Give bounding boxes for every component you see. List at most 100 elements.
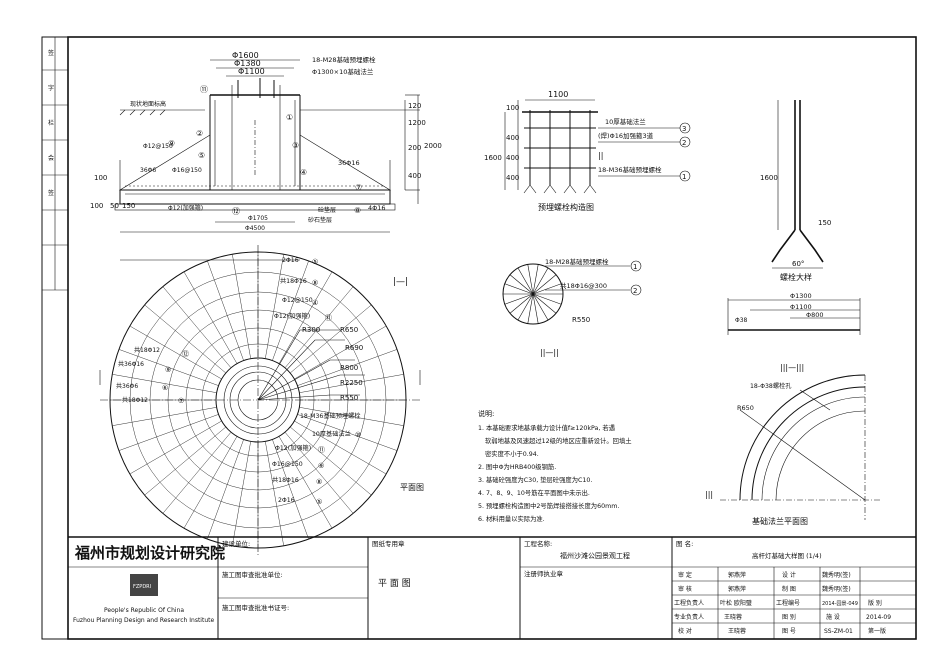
section2-spoke <box>527 293 534 324</box>
section3-dim: Φ38 <box>735 317 748 324</box>
radius-label: R800 <box>340 364 358 372</box>
plan-radii: R300 R650 R690 R800 R2250 R550 <box>302 326 363 402</box>
section-3-drawing <box>727 298 861 335</box>
svg-text:2: 2 <box>682 139 686 147</box>
person-cell: 施 设 <box>826 613 840 621</box>
person-cell: 王晓蓉 <box>728 627 746 635</box>
plan-radial-bar <box>144 304 226 374</box>
circle-num: ⑨ <box>318 462 324 470</box>
embed-dim-left: 400 <box>506 134 519 142</box>
section2-spoke <box>509 293 534 314</box>
circle-num: ⑦ <box>178 397 184 405</box>
side-strip-item: 字 <box>48 84 54 92</box>
role-cell: 图 号 <box>782 628 796 635</box>
plan-stamp: 平 面 图 <box>378 578 411 589</box>
rebar-label: Φ12(加强箍) <box>168 204 203 212</box>
dim-label: Φ4500 <box>245 225 265 232</box>
section2-spoke <box>504 293 534 305</box>
note-line: 5. 预埋螺栓构造图中2号筋焊接搭接长度为60mm. <box>478 501 619 510</box>
plan-label: 共18Φ16 <box>280 277 307 285</box>
approval-unit-label: 施工图审查批准单位: <box>222 570 283 579</box>
circle-num: ⑥ <box>162 384 168 392</box>
signature-table: 审 定 郭燕萍 设 计 魏秀明(签) 审 核 郭燕萍 制 图 魏秀明(签) 工程… <box>674 571 891 635</box>
role-cell: 审 核 <box>678 585 692 593</box>
plan-label: Φ16@150 <box>272 460 303 468</box>
dim-label: Φ1705 <box>248 215 268 222</box>
section3-dim: Φ1100 <box>790 303 812 311</box>
bolt-note: 18-M28基础预埋螺栓 <box>312 55 376 64</box>
bolt-detail-title: 螺栓大样 <box>780 272 812 282</box>
plan-label: 2Φ16 <box>282 257 299 264</box>
flange-note: Φ1300×10基础法兰 <box>312 67 374 76</box>
section2-spoke <box>532 293 557 314</box>
section2-spoke <box>517 267 534 295</box>
side-strip: 签 字 栏 会 签 <box>42 37 68 291</box>
circle-mark: ④ <box>300 168 307 177</box>
svg-text:1: 1 <box>682 173 686 181</box>
plan-radial-bar <box>265 254 284 359</box>
side-strip-item: 签 <box>48 189 54 197</box>
dim-left: 150 <box>122 202 135 210</box>
section2-spoke <box>532 293 539 324</box>
circle-num: ⑩ <box>355 431 361 439</box>
rebar-label-right: 4Φ16 <box>368 204 386 212</box>
title-block-grid <box>68 536 916 639</box>
dim-left: 100 <box>94 174 107 182</box>
dim-top-3: Φ1100 <box>238 67 265 76</box>
embed-dim-left: 400 <box>506 154 519 162</box>
person-cell: 郭燕萍 <box>728 585 746 593</box>
plan-label: 共18Φ12 <box>134 346 160 354</box>
institute-name: 福州市规划设计研究院 <box>74 544 225 562</box>
flange-label: R650 <box>737 404 754 412</box>
bolt-detail-drawing <box>771 100 824 269</box>
plan-label: 共36Φ16 <box>118 360 144 368</box>
section1-circle-marks: ⑪ ② ⑤ ⑨ ① ③ ④ ⑫ ⑦ ⑧ <box>168 85 362 216</box>
note-line: 2. 图中Φ为HRB400级钢筋. <box>478 462 556 471</box>
plan-radial-bar <box>299 374 404 393</box>
plan-radial-bar <box>297 349 398 386</box>
flange-label: 18-Φ38螺栓孔 <box>750 382 791 390</box>
plan-radial-bar <box>162 432 232 514</box>
notes-heading: 说明: <box>478 409 494 418</box>
person-cell: 魏秀明(签) <box>822 571 851 579</box>
note-line: 软弱地基及风速超过12级的地区应重新设计。回填土 <box>485 436 632 445</box>
plan-radial-bar <box>290 304 372 374</box>
dim-right: 120 <box>408 102 421 110</box>
section3-dim: Φ800 <box>806 311 824 319</box>
person-cell: 郭燕萍 <box>728 571 746 579</box>
plan-radial-bar <box>129 420 222 475</box>
plan-radial-bar <box>118 349 219 386</box>
radius-label: R650 <box>340 326 358 334</box>
note-line: 6. 材料用量以实际为准. <box>478 514 545 523</box>
circle-mark: ① <box>286 113 293 122</box>
embed-label: (焊)Φ16加强箍3道 <box>598 131 654 140</box>
project-name: 福州沙滩公园景观工程 <box>560 551 630 560</box>
institute-en: People's Republic Of China <box>104 607 184 614</box>
plan-radial-bar <box>294 420 387 475</box>
ground-label: 现状地面标高 <box>130 100 166 108</box>
section2-spoke <box>527 264 534 295</box>
section2-spoke <box>517 293 534 321</box>
embed-label: 18-M36基础预埋螺栓 <box>598 165 662 174</box>
plan-radial-bar <box>183 271 238 364</box>
circle-mark: ② <box>196 129 203 138</box>
rebar-label-right: 36Φ16 <box>338 159 360 167</box>
plan-radial-bar <box>162 286 232 368</box>
plan-radial-bar <box>278 436 333 529</box>
section2-spoke <box>532 293 562 305</box>
plan-radial-bar <box>207 260 244 361</box>
role-cell: 制 图 <box>782 585 796 593</box>
role-cell: 工程编号 <box>776 599 800 607</box>
plan-label: 18-M36基础预埋螺栓 <box>300 412 360 420</box>
role-cell: 版 别 <box>868 599 882 607</box>
drawing-seal-label: 图纸专用章 <box>372 539 405 548</box>
section-2-drawing: 1 2 <box>502 260 642 325</box>
embed-dim-top: 1100 <box>548 90 568 99</box>
plan-labels-left: 共18Φ12 共36Φ16 共36Φ6 共18Φ12 <box>116 346 160 404</box>
plan-label: 10厚基础法兰 <box>312 430 351 438</box>
side-strip-item: 栏 <box>48 119 54 127</box>
role-cell: 专业负责人 <box>674 613 704 621</box>
plan-labels-right: 2Φ16 共18Φ16 Φ12@150 Φ12(加强箍) 18-M36基础预埋螺… <box>272 257 360 504</box>
circle-mark: ⑦ <box>355 183 362 192</box>
